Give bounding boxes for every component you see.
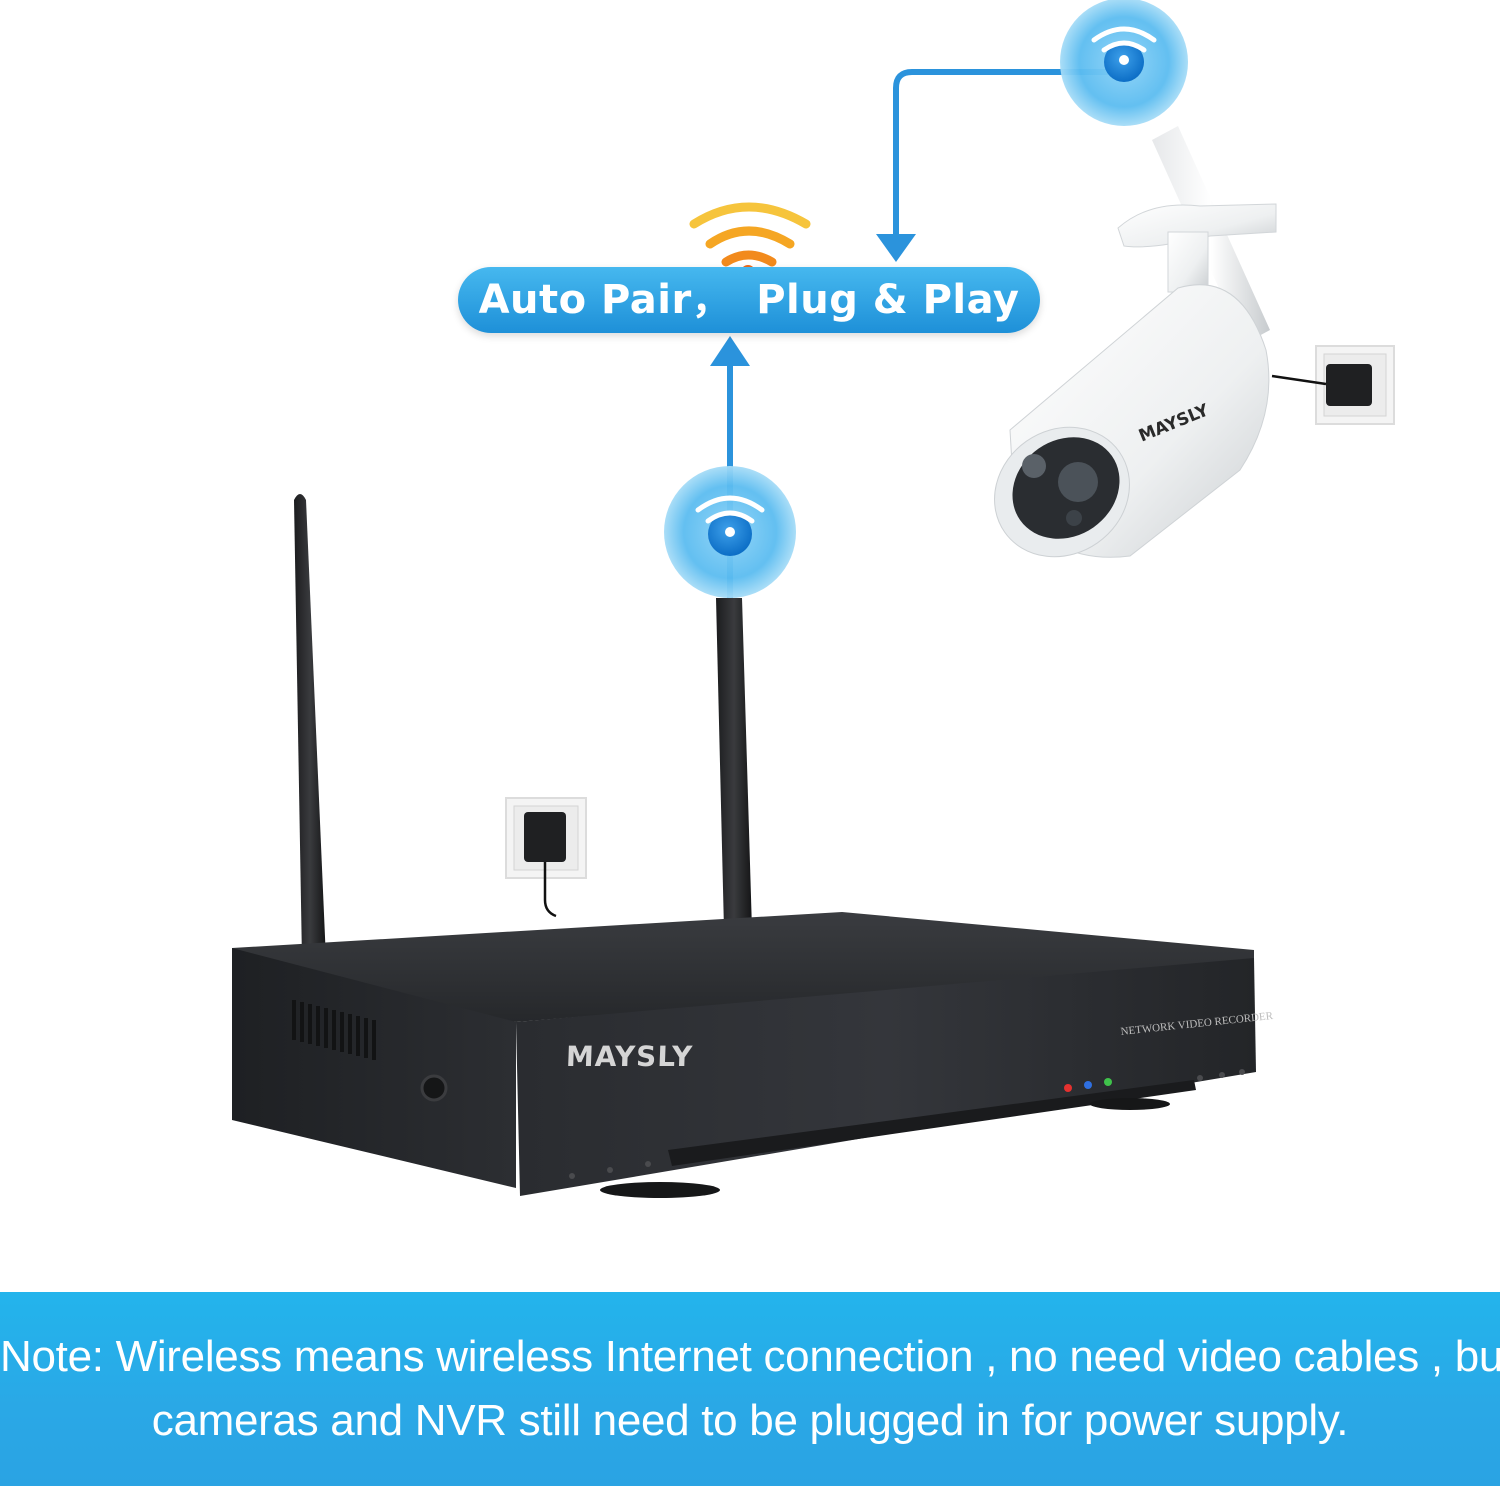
nvr-device [232, 912, 1256, 1198]
power-adapter-icon [1271, 345, 1395, 425]
wifi-signal-icon [664, 466, 796, 598]
badge-text-part2: Plug & Play [756, 277, 1020, 323]
arrow-up-icon [710, 336, 750, 366]
scene-graphic [232, 0, 1395, 1198]
power-adapter-icon [505, 797, 587, 918]
badge-text-part1: Auto Pair， [478, 277, 733, 323]
note-banner [0, 1292, 1500, 1486]
wifi-icon [689, 202, 811, 279]
arrow-down-icon [876, 234, 916, 262]
note-line-2: cameras and NVR still need to be plugged… [151, 1396, 1349, 1445]
badge-text: Auto Pair， Plug & Play [458, 267, 1040, 333]
wifi-signal-icon [1060, 0, 1188, 126]
auto-pair-badge: Auto Pair， Plug & Play [458, 267, 1040, 333]
nvr-antennas [294, 494, 752, 960]
note-line-1: Note: Wireless means wireless Internet c… [0, 1332, 1500, 1381]
camera-device [994, 126, 1277, 558]
nvr-brand-logo: MAYSLY [565, 1040, 694, 1073]
